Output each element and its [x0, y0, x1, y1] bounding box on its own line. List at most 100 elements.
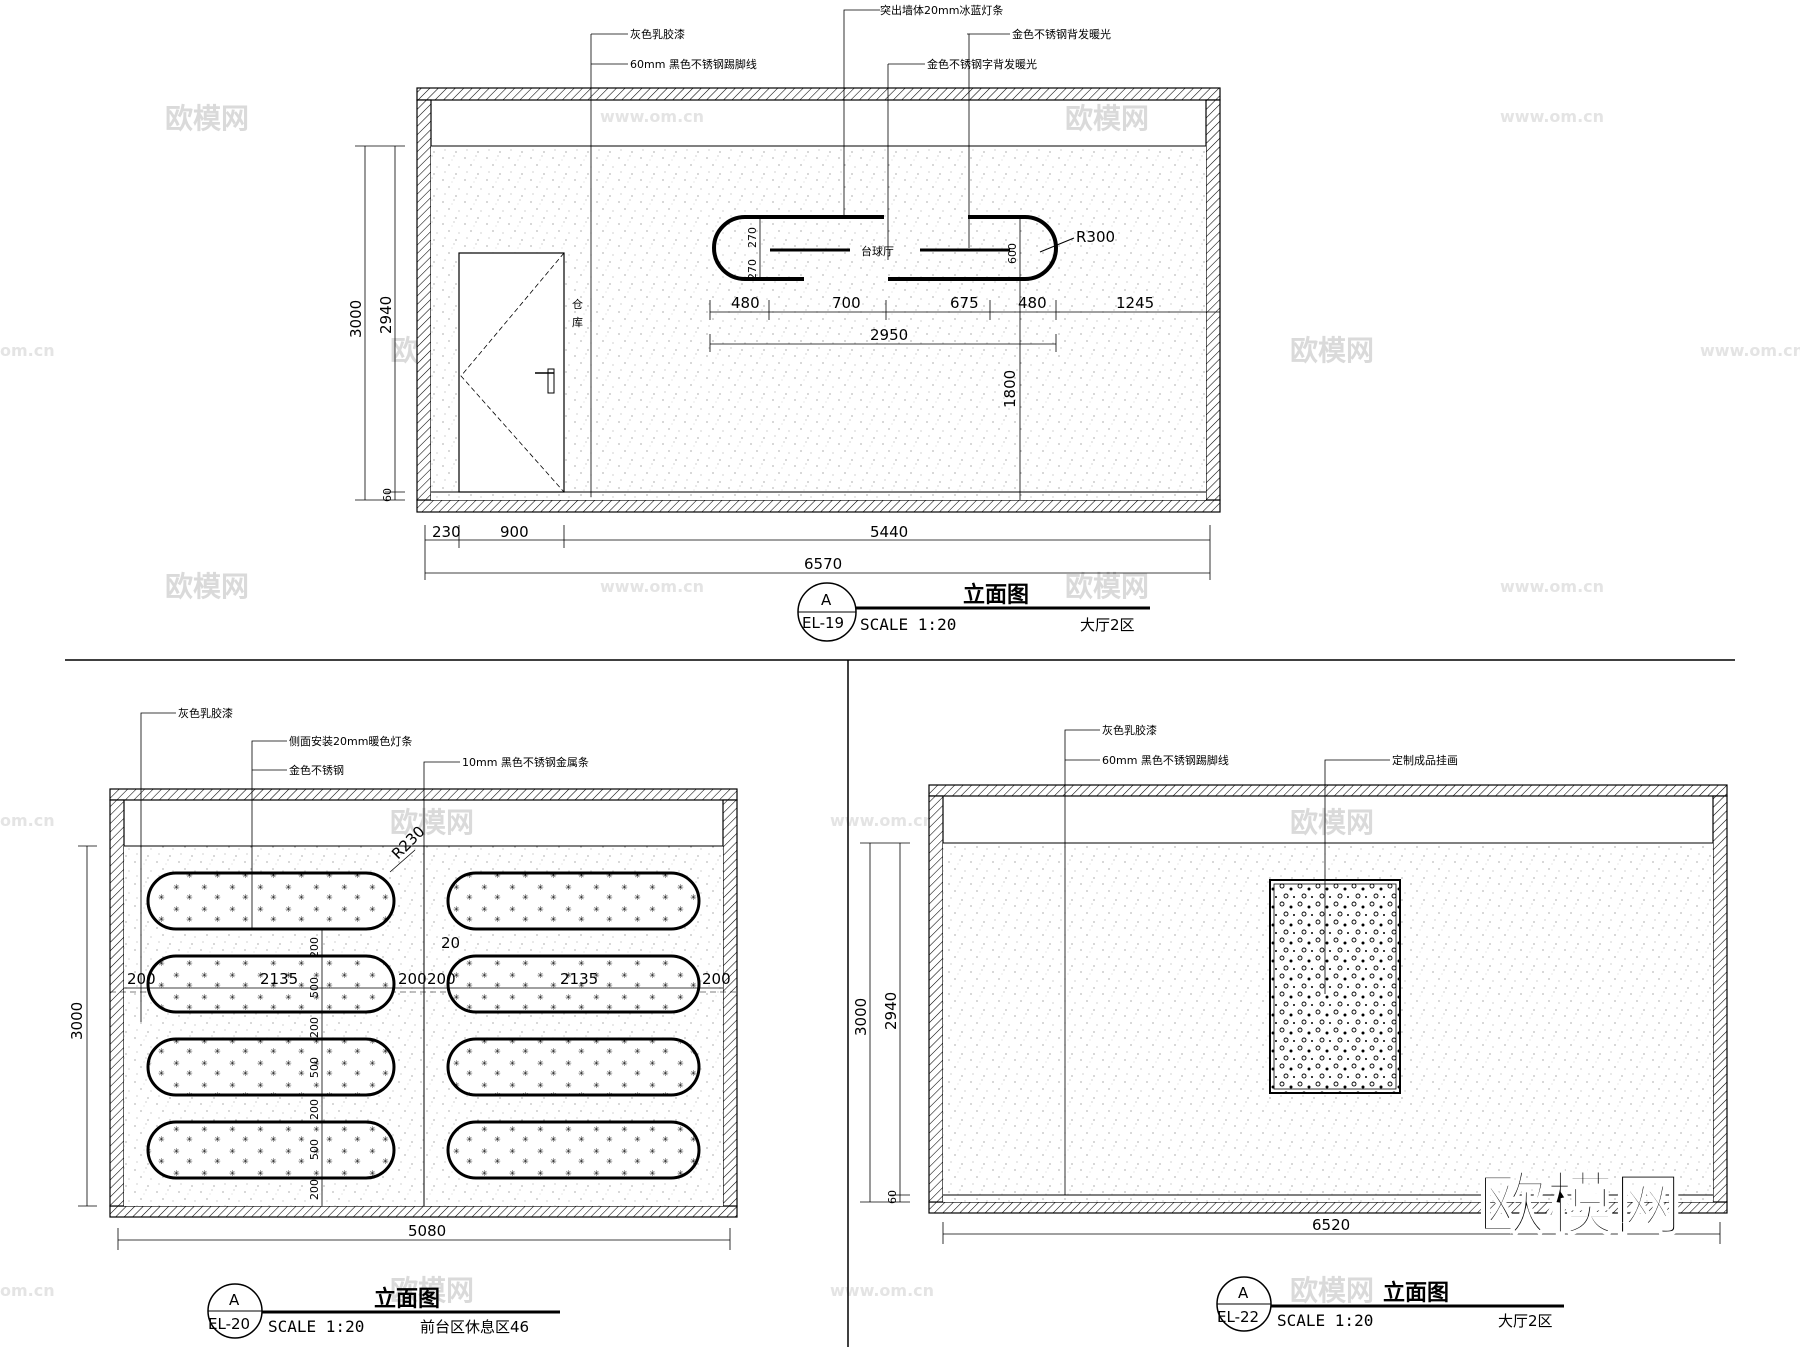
title-block-el19: A EL-19 立面图 SCALE 1:20 大厅2区 — [797, 582, 1150, 642]
view-area: 前台区休息区46 — [420, 1318, 529, 1336]
watermark-site: www.om.cn — [600, 577, 704, 596]
framed-painting — [1269, 879, 1401, 1094]
dim-480: 480 — [1018, 294, 1047, 312]
dim-600: 600 — [1006, 243, 1019, 264]
dim-200: 200 — [427, 970, 456, 988]
title-block-el20: A EL-20 立面图 SCALE 1:20 前台区休息区46 — [207, 1283, 560, 1339]
bottom-dims: 230 900 5440 6570 — [424, 523, 1211, 580]
dim-5080: 5080 — [408, 1222, 446, 1240]
dim-270: 270 — [746, 227, 759, 248]
callout-led-strip: 突出墙体20mm冰蓝灯条 — [880, 3, 1003, 17]
dim-5440: 5440 — [870, 523, 908, 541]
left-wall — [928, 795, 944, 1203]
panel-vertical-dims: 200 500 200 500 200 500 200 — [308, 929, 323, 1206]
callouts: 灰色乳胶漆 60mm 黑色不锈钢踢脚线 突出墙体20mm冰蓝灯条 金色不锈钢背发… — [590, 3, 1111, 497]
watermark-brand: 欧模网 — [1290, 806, 1374, 839]
dim-1245: 1245 — [1116, 294, 1154, 312]
door-label-1: 仓 — [572, 297, 583, 311]
dim-60: 60 — [381, 488, 394, 502]
view-scale: SCALE 1:20 — [860, 615, 956, 634]
radius-label: R300 — [1076, 228, 1115, 246]
watermark-brand: 欧模网 — [1065, 102, 1149, 135]
callout-painting: 定制成品挂画 — [1392, 753, 1458, 767]
door-label-2: 库 — [572, 316, 583, 329]
dim-200: 200 — [702, 970, 731, 988]
sign-text: 台球厅 — [861, 244, 894, 258]
right-wall — [1712, 795, 1728, 1203]
pill-panel — [146, 954, 396, 1014]
dim-200: 200 — [308, 1179, 321, 1200]
view-title: 立面图 — [374, 1286, 440, 1312]
watermark-site: www.om.cn — [1500, 577, 1604, 596]
pill-panel — [146, 871, 396, 931]
dim-900: 900 — [500, 523, 529, 541]
ceiling-slab — [416, 87, 1221, 101]
watermark-brand: 欧模网 — [1065, 570, 1149, 603]
view-area: 大厅2区 — [1080, 616, 1135, 634]
view-title: 立面图 — [1383, 1280, 1449, 1306]
watermark-brand: 欧模网 — [1290, 334, 1374, 367]
right-panel-column — [446, 871, 701, 1180]
right-wall — [1205, 99, 1221, 501]
dim-6570: 6570 — [804, 555, 842, 573]
dim-675: 675 — [950, 294, 979, 312]
floor-slab — [416, 499, 1221, 513]
dim-3000: 3000 — [347, 300, 365, 338]
title-block-el22: A EL-22 立面图 SCALE 1:20 大厅2区 — [1216, 1276, 1564, 1332]
bubble-drawing-no: EL-20 — [208, 1315, 250, 1333]
pill-panel — [446, 871, 701, 931]
dim-60: 60 — [886, 1190, 899, 1204]
pill-panel — [446, 1037, 701, 1097]
dim-3000: 3000 — [68, 1002, 86, 1040]
callout-gold-steel: 金色不锈钢 — [289, 763, 344, 777]
door-handle — [547, 368, 555, 394]
pill-panel — [146, 1120, 396, 1180]
watermark-site-short: om.cn — [0, 1281, 55, 1300]
watermark-site-short: om.cn — [0, 811, 55, 830]
dim-200: 200 — [308, 1099, 321, 1120]
bubble-drawing-no: EL-19 — [802, 614, 844, 632]
watermark-brand: 欧模网 — [390, 1274, 474, 1307]
callouts: 灰色乳胶漆 侧面安装20mm暖色灯条 金色不锈钢 10mm 黑色不锈钢金属条 — [140, 706, 589, 1022]
left-wall — [109, 799, 125, 1207]
left-vertical-dims: 3000 2940 60 — [347, 145, 405, 502]
dim-2940: 2940 — [377, 296, 395, 334]
callout-latex-paint: 灰色乳胶漆 — [630, 27, 685, 41]
floor-slab — [109, 1205, 738, 1218]
callout-gold-steel-letters: 金色不锈钢字背发暖光 — [927, 57, 1037, 71]
ceiling-slab — [109, 788, 738, 801]
led-strip-right — [888, 215, 1058, 281]
watermark-brand: 欧模网 — [165, 102, 249, 135]
watermark-big-brand: 欧模网 — [1478, 1166, 1682, 1245]
callout-skirting: 60mm 黑色不锈钢踢脚线 — [630, 57, 757, 71]
dim-3000: 3000 — [852, 998, 870, 1036]
watermark-site: www.om.cn — [1500, 107, 1604, 126]
dim-230: 230 — [432, 523, 461, 541]
dim-700: 700 — [832, 294, 861, 312]
dim-2940: 2940 — [882, 992, 900, 1030]
dim-2950: 2950 — [870, 326, 908, 344]
watermark-brand: 欧模网 — [1290, 1274, 1374, 1307]
watermark-site-short: om.cn — [0, 341, 55, 360]
callout-side-led: 侧面安装20mm暖色灯条 — [289, 734, 412, 748]
callout-latex-paint: 灰色乳胶漆 — [1102, 723, 1157, 737]
callout-black-strip: 10mm 黑色不锈钢金属条 — [462, 755, 589, 769]
pill-panel — [446, 954, 701, 1014]
dim-6520: 6520 — [1312, 1216, 1350, 1234]
dim-2135: 2135 — [560, 970, 598, 988]
dim-1800: 1800 — [1001, 370, 1019, 408]
callout-latex-paint: 灰色乳胶漆 — [178, 706, 233, 720]
dim-200: 200 — [308, 1017, 321, 1038]
door-swing-line — [460, 252, 565, 493]
view-scale: SCALE 1:20 — [1277, 1311, 1373, 1330]
sign-vertical-dims: 270 270 600 1800 — [746, 217, 1021, 500]
left-panel-column — [146, 871, 396, 1180]
sign-horizontal-dims: 480 700 675 480 1245 2950 — [709, 294, 1220, 352]
view-area: 大厅2区 — [1498, 1312, 1553, 1330]
elevation-el22: 3000 2940 60 6520 灰色乳胶漆 60mm 黑色不锈钢踢脚线 定制… — [852, 723, 1728, 1332]
view-scale: SCALE 1:20 — [268, 1317, 364, 1336]
watermark-brand: 欧模网 — [165, 570, 249, 603]
watermark-brand: 欧模网 — [390, 806, 474, 839]
pill-panel — [146, 1037, 396, 1097]
